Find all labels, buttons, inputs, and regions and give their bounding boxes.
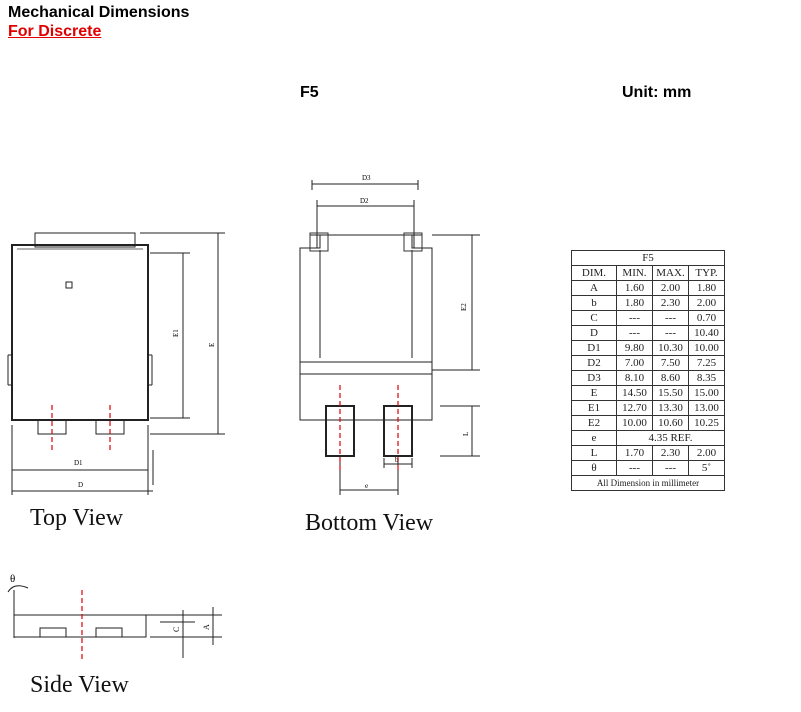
top-view-caption: Top View — [30, 505, 124, 531]
table-row: C------0.70 — [571, 310, 725, 326]
header-dim: DIM. — [571, 265, 617, 281]
dim-d-label: D — [78, 481, 83, 489]
header-min: MIN. — [616, 265, 653, 281]
dim-a-label: A — [202, 624, 211, 630]
dim-d3-label: D3 — [362, 174, 371, 182]
top-view-drawing: E E1 D1 D — [7, 232, 225, 495]
side-view-drawing: θ A C — [7, 573, 222, 660]
package-label: F5 — [300, 84, 319, 101]
dim-d1-label: D1 — [74, 459, 83, 467]
dim-d2-label: D2 — [360, 197, 369, 205]
table-title: F5 — [571, 250, 725, 266]
bottom-view-drawing: D3 D2 E2 L b e — [299, 174, 480, 495]
dim-l-label: L — [462, 432, 470, 436]
dim-e-label: E — [208, 343, 216, 347]
dim-c-label: C — [172, 627, 181, 632]
discrete-link[interactable]: For Discrete — [8, 23, 102, 40]
header-max: MAX. — [652, 265, 689, 281]
unit-label: Unit: mm — [622, 84, 692, 101]
side-view-caption: Side View — [30, 672, 129, 698]
table-row: D------10.40 — [571, 325, 725, 341]
bottom-view-caption: Bottom View — [305, 510, 434, 536]
page-title: Mechanical Dimensions — [8, 4, 190, 21]
dim-e-pitch-label: e — [365, 482, 368, 490]
table-footer: All Dimension in millimeter — [571, 475, 725, 491]
theta-label: θ — [10, 573, 15, 585]
header-typ: TYP. — [688, 265, 725, 281]
dim-e1-label: E1 — [172, 329, 180, 337]
dim-e2-label: E2 — [460, 303, 468, 311]
dim-b-label: b — [395, 456, 399, 464]
table-row: θ------5˚ — [571, 460, 725, 476]
